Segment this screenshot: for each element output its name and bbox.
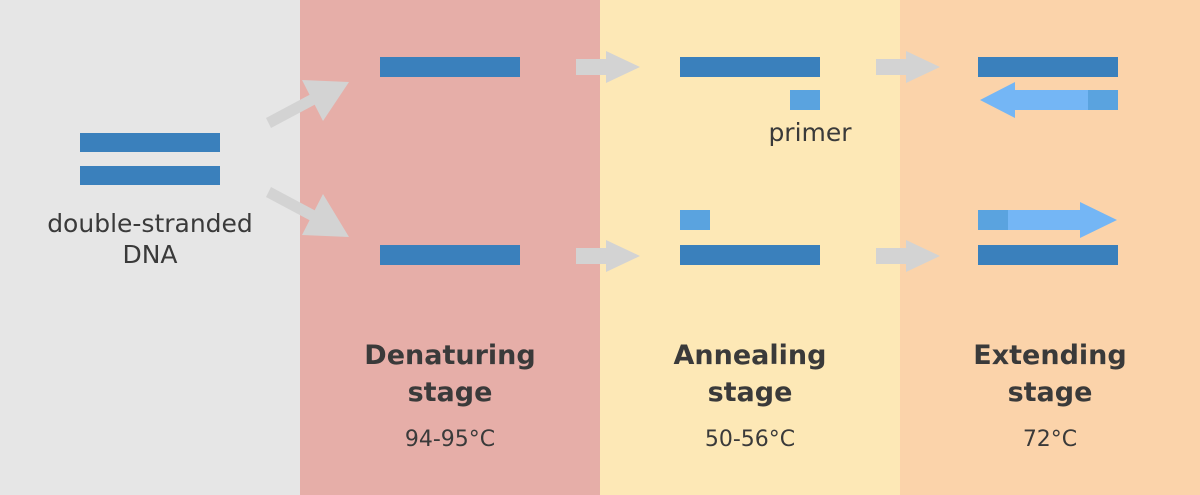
flow-arrow-right-4 — [876, 240, 940, 272]
new-strand-arrow-right — [1006, 202, 1117, 238]
primer-extending-bottom — [978, 210, 1008, 230]
flow-arrow-down — [266, 187, 349, 237]
dna-label-line1: double-stranded — [47, 209, 253, 238]
stage-title-line2: stage — [407, 377, 493, 408]
stage-title-line1: Annealing — [673, 340, 827, 371]
panel-initial — [0, 0, 300, 495]
primer-label: primer — [768, 118, 852, 147]
dna-label: double-stranded DNA — [20, 208, 280, 270]
annealing-strand-bottom — [680, 245, 820, 265]
stage-temperature-annealing: 50-56°C — [704, 427, 796, 452]
stage-temperature-denaturing: 94-95°C — [404, 427, 496, 452]
stage-title-line2: stage — [1007, 377, 1093, 408]
new-strand-arrow-left — [980, 82, 1090, 118]
denatured-strand-bottom — [380, 245, 520, 265]
flow-arrow-up — [266, 80, 349, 128]
dna-label-line2: DNA — [122, 240, 178, 269]
extending-strand-top — [978, 57, 1118, 77]
stage-title-line2: stage — [707, 377, 793, 408]
primer-top — [790, 90, 820, 110]
flow-arrow-right-1 — [576, 51, 640, 83]
extending-strand-bottom — [978, 245, 1118, 265]
stage-title-line1: Denaturing — [364, 340, 536, 371]
flow-arrow-right-2 — [576, 240, 640, 272]
dna-strand-bottom — [80, 166, 220, 185]
stage-title-line1: Extending — [973, 340, 1127, 371]
stage-title-denaturing: Denaturing stage — [300, 337, 600, 411]
annealing-strand-top — [680, 57, 820, 77]
stage-temperature-extending: 72°C — [1022, 427, 1078, 452]
stage-title-annealing: Annealing stage — [600, 337, 900, 411]
denatured-strand-top — [380, 57, 520, 77]
dna-strand-top — [80, 133, 220, 152]
flow-arrow-right-3 — [876, 51, 940, 83]
stage-title-extending: Extending stage — [900, 337, 1200, 411]
primer-extending-top — [1088, 90, 1118, 110]
primer-bottom — [680, 210, 710, 230]
